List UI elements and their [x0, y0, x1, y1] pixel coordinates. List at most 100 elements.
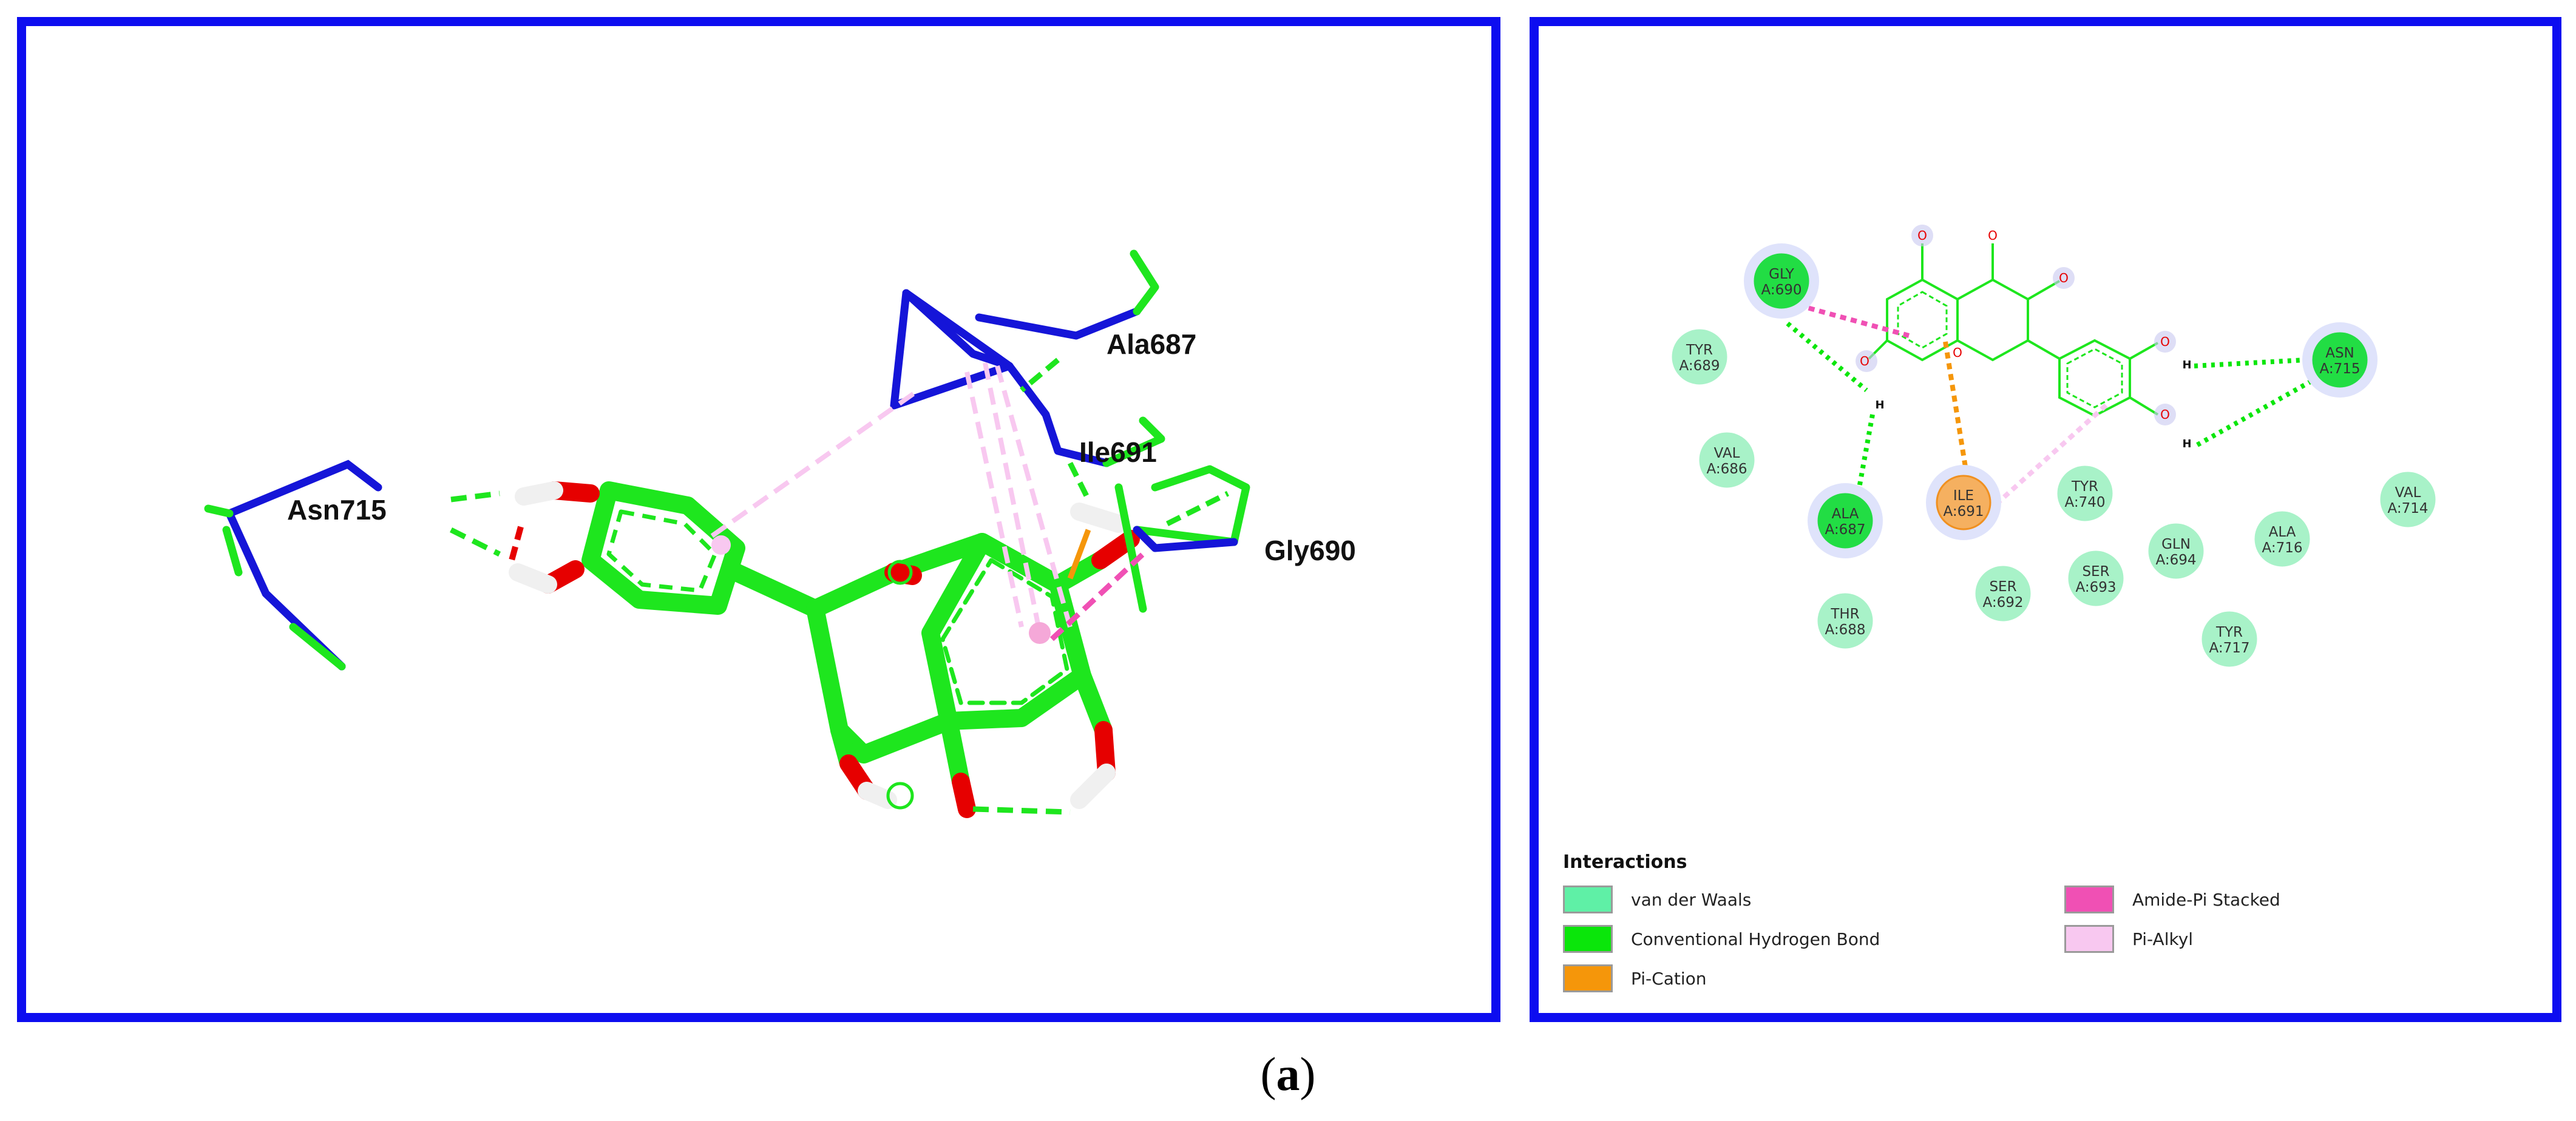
residue-name: ILE — [1953, 488, 1974, 504]
atom-o-4: O — [2160, 334, 2170, 349]
caption-open: ( — [1260, 1048, 1276, 1100]
residue-id: A:693 — [2076, 580, 2117, 595]
residue-bubbles: GLYA:690ASNA:715ALAA:687ILEA:691TYRA:689… — [1672, 243, 2436, 667]
legend-label-pi-alkyl: Pi-Alkyl — [2132, 929, 2194, 949]
residue-circle — [2068, 550, 2124, 606]
atom-o-1: O — [1917, 228, 1927, 243]
ring-centroids — [711, 535, 1051, 810]
residue-name: GLN — [2161, 537, 2191, 552]
legend-swatch-hbond — [1563, 925, 1613, 953]
label-ala687: Ala687 — [1107, 328, 1196, 360]
legend-swatch-amide-pi — [2064, 886, 2114, 913]
residue-id: A:691 — [1944, 504, 1984, 520]
3d-interaction-panel: Asn715 Ala687 Ile691 Gly690 — [17, 17, 1500, 1022]
residue-id: A:688 — [1825, 622, 1866, 638]
ligand-catechol-ring — [509, 481, 824, 618]
label-asn715: Asn715 — [287, 494, 387, 526]
interaction-dashes — [449, 357, 1230, 815]
residue-circle — [1817, 593, 1873, 649]
caption-close: ) — [1300, 1048, 1316, 1100]
residue-id: A:686 — [1707, 461, 1747, 477]
atom-h-2: H — [2182, 438, 2191, 450]
residue-name: SER — [2082, 564, 2109, 580]
legend-item-hbond: Conventional Hydrogen Bond — [1563, 924, 1880, 953]
legend-label-hbond: Conventional Hydrogen Bond — [1631, 929, 1880, 949]
legend-label-amide-pi: Amide-Pi Stacked — [2132, 889, 2280, 910]
legend-swatch-vdw — [1563, 886, 1613, 913]
residue-id: A:717 — [2209, 640, 2250, 656]
residue-id: A:690 — [1761, 282, 1802, 298]
residue-name: ALA — [2269, 524, 2296, 540]
residue-id: A:715 — [2320, 361, 2361, 377]
atom-o-2: O — [1988, 228, 1998, 243]
atom-h-3: H — [1875, 399, 1884, 411]
residue-name: THR — [1830, 606, 1859, 622]
residue-circle — [1936, 475, 1991, 530]
residue-circle — [1817, 493, 1873, 549]
residue-circle — [2254, 511, 2310, 567]
residue-circle — [2312, 332, 2368, 388]
protein-residue-sticks — [890, 249, 1250, 613]
residue-circle — [1672, 329, 1727, 385]
ligand-2d-atoms: O O O O O O O — [1856, 225, 2176, 425]
label-gly690: Gly690 — [1264, 535, 1356, 566]
residue-circle — [1975, 566, 2031, 621]
ligand-2d-skeleton — [1868, 243, 2159, 418]
residue-circle — [2148, 523, 2204, 579]
legend-swatch-pi-alkyl — [2064, 925, 2114, 953]
interactions-legend: Interactions van der Waals Conventional … — [1563, 852, 2534, 1009]
residue-name: ASN — [2325, 345, 2354, 361]
residue-name: GLY — [1769, 266, 1795, 282]
atom-o-3: O — [2059, 271, 2069, 285]
legend-label-vdw: van der Waals — [1631, 889, 1752, 910]
legend-item-pi-alkyl: Pi-Alkyl — [2064, 924, 2193, 953]
legend-item-amide-pi: Amide-Pi Stacked — [2064, 885, 2280, 914]
atom-h-1: H — [2182, 359, 2191, 371]
residue-asn715-sticks — [204, 459, 382, 671]
residue-id: A:687 — [1825, 522, 1866, 538]
residue-id: A:714 — [2388, 501, 2429, 516]
atom-o-6: O — [1860, 354, 1869, 368]
residue-name: TYR — [2071, 479, 2098, 495]
legend-item-pication: Pi-Cation — [1563, 964, 1707, 993]
3d-molecule-view: Asn715 Ala687 Ile691 Gly690 — [204, 249, 1356, 818]
atom-o-5: O — [2160, 407, 2170, 422]
residue-id: A:740 — [2065, 495, 2106, 510]
caption-letter: a — [1276, 1048, 1300, 1100]
residue-id: A:694 — [2156, 552, 2197, 568]
residue-name: ALA — [1832, 506, 1859, 522]
label-ile691: Ile691 — [1079, 436, 1157, 468]
atom-o-7: O — [1953, 345, 1962, 360]
residue-name: SER — [1989, 579, 2016, 595]
residue-id: A:692 — [1983, 595, 2024, 611]
ligand-2d-hydrogens: H H H — [1875, 359, 2191, 450]
residue-name: TYR — [2215, 625, 2243, 640]
residue-name: VAL — [2395, 485, 2421, 501]
residue-circle — [1699, 432, 1755, 488]
residue-circle — [1754, 253, 1809, 309]
residue-name: VAL — [1714, 445, 1740, 461]
residue-circle — [2380, 472, 2436, 527]
legend-swatch-pication — [1563, 964, 1613, 992]
residue-id: A:689 — [1679, 358, 1720, 374]
2d-interaction-diagram: O O O O O O O H H H GLYA:690ASNA:715ALAA… — [1672, 225, 2436, 667]
legend-title: Interactions — [1563, 852, 1687, 873]
legend-label-pication: Pi-Cation — [1631, 968, 1707, 989]
legend-item-vdw: van der Waals — [1563, 885, 1751, 914]
residue-name: TYR — [1686, 342, 1713, 358]
